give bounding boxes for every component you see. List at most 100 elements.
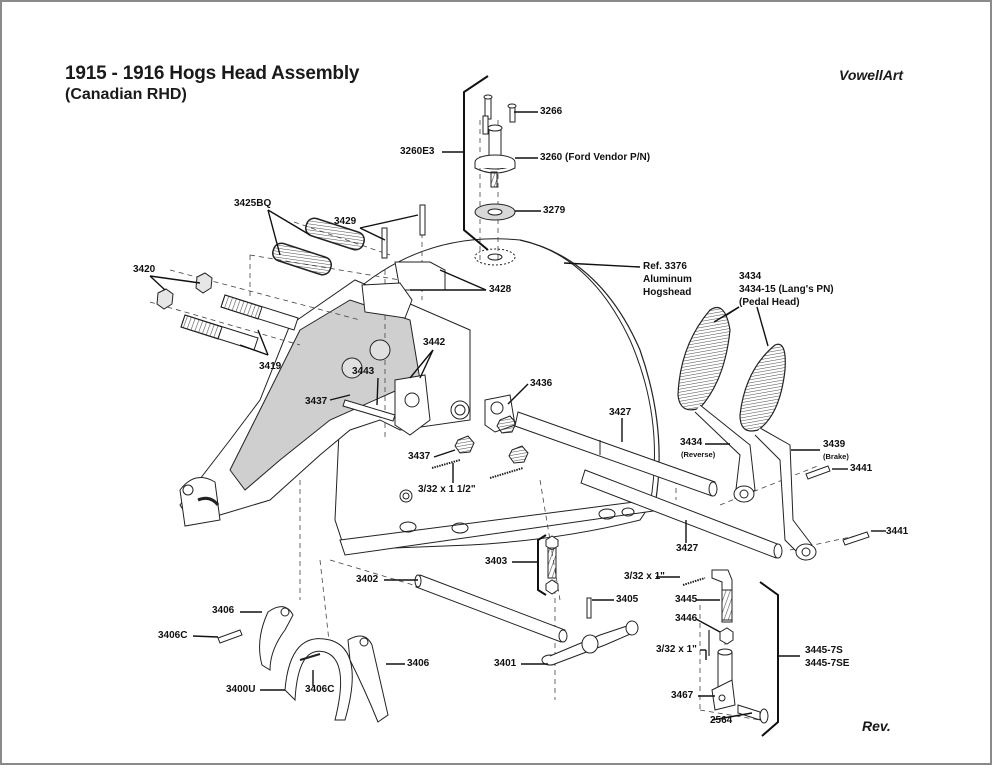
callout-3437-lower: 3437 (408, 451, 431, 462)
callout-3445-7s-line1: 3445-7S (805, 645, 843, 656)
callout-3437-upper: 3437 (305, 396, 328, 407)
clevis-3467 (711, 648, 736, 711)
callout-3400u: 3400U (226, 684, 256, 695)
rod-3445 (711, 569, 733, 623)
callout-3260e3: 3260E3 (400, 146, 435, 157)
callout-3443: 3443 (352, 366, 375, 377)
pedal-arm-3439-brake (754, 427, 817, 561)
callout-3446: 3446 (675, 613, 698, 624)
revision-label: Rev. (862, 718, 891, 734)
pin-3429-b (419, 204, 426, 236)
nut-3420-b (195, 272, 213, 294)
callout-3403: 3403 (485, 556, 508, 567)
callout-ref-3376-line3: Hogshead (643, 287, 692, 298)
pedal-head-3439-brake (739, 343, 786, 432)
callout-3406c-center: 3406C (305, 684, 335, 695)
callout-ref-3376: Ref. 3376 Aluminum Hogshead (643, 260, 692, 299)
callout-3441-upper: 3441 (850, 463, 873, 474)
callout-3427-upper: 3427 (609, 407, 632, 418)
callout-3445: 3445 (675, 594, 698, 605)
bolt-3419-b (180, 314, 259, 351)
bracket-3260e3 (463, 75, 489, 251)
callout-3434-pedal-head-line3: (Pedal Head) (739, 297, 800, 308)
callout-3434-pedal-head: 3434 3434-15 (Lang's PN) (Pedal Head) (739, 270, 834, 309)
callout-3406c-left: 3406C (158, 630, 188, 641)
callout-cotter-pin-3-32x1-lower: 3/32 x 1" (656, 644, 697, 655)
spring-3425bq-upper (305, 217, 365, 251)
cotter-pin-3-32x1-1-2 (431, 459, 524, 479)
pin-3437-upper (342, 399, 396, 422)
callout-3425bq: 3425BQ (234, 198, 272, 209)
callout-2564: 2564 (710, 715, 733, 726)
screw-3266-right (507, 103, 517, 123)
callout-3402: 3402 (356, 574, 379, 585)
cotter-pin-3-32x1-upper (682, 577, 706, 586)
callout-cotter-pin-3-32x1-1-2: 3/32 x 1 1/2" (418, 484, 476, 495)
pin-3406c-center (299, 653, 321, 661)
shaft-3427-lower (580, 469, 783, 559)
bracket-3445-7s (759, 581, 779, 737)
bolt-3419-a (220, 294, 299, 331)
diagram-subtitle: (Canadian RHD) (65, 86, 187, 103)
lever-3401 (541, 620, 639, 666)
pin-3441-lower (842, 531, 870, 546)
callout-3260: 3260 (Ford Vendor P/N) (540, 152, 651, 163)
bolt-3403 (545, 535, 559, 595)
callout-3420: 3420 (133, 264, 156, 275)
boss-3428-lower (361, 282, 413, 319)
callout-3441-lower: 3441 (886, 526, 909, 537)
screw-3266-mid (482, 115, 489, 135)
callout-3266: 3266 (540, 106, 563, 117)
brand-logo-text: VowellArt (839, 67, 904, 83)
callout-3467: 3467 (671, 690, 694, 701)
callout-3406-right: 3406 (407, 658, 430, 669)
pin-3406c-left (217, 629, 243, 644)
callout-3442: 3442 (423, 337, 446, 348)
callout-3436: 3436 (530, 378, 553, 389)
callout-ref-3376-line2: Aluminum (643, 274, 692, 285)
pin-3405 (586, 597, 592, 619)
pin-2564 (737, 704, 769, 724)
shaft-3402 (414, 574, 568, 643)
callout-3429: 3429 (334, 216, 357, 227)
post-3260 (474, 124, 516, 188)
bracket-3403 (537, 534, 547, 596)
callout-3279: 3279 (543, 205, 566, 216)
callout-3434-pedal-head-line2: 3434-15 (Lang's PN) (739, 284, 834, 295)
nut-3420-a (156, 288, 174, 310)
linkage-3442 (394, 374, 431, 436)
pedal-head-3434-reverse (677, 306, 731, 411)
callout-3434-reverse: 3434 (680, 437, 703, 448)
callout-3405: 3405 (616, 594, 639, 605)
callout-cotter-pin-3-32x1-upper: 3/32 x 1" (624, 571, 665, 582)
callout-3445-7s-line2: 3445-7SE (805, 658, 850, 669)
fork-3406-right (347, 635, 389, 723)
callout-3434-pedal-head-line1: 3434 (739, 271, 762, 282)
callout-3428: 3428 (489, 284, 512, 295)
pin-3429-a (381, 227, 388, 259)
fork-3406-left (259, 606, 294, 671)
shaft-3427-upper (514, 411, 718, 497)
nut-3446 (719, 627, 734, 645)
screw-3266-left (483, 94, 493, 120)
callout-3406-left: 3406 (212, 605, 235, 616)
pin-3441-upper (805, 465, 831, 480)
nut-3437-c (508, 445, 529, 464)
callout-3401: 3401 (494, 658, 517, 669)
callout-3439-note: (Brake) (823, 452, 849, 461)
callout-3439: 3439 (823, 439, 846, 450)
callout-3434-reverse-note: (Reverse) (681, 450, 716, 459)
washer-3279 (474, 203, 516, 221)
pedal-arm-3434-reverse (694, 404, 756, 503)
callout-3419: 3419 (259, 361, 282, 372)
diagram-title: 1915 - 1916 Hogs Head Assembly (65, 63, 360, 84)
callout-3445-7s: 3445-7S 3445-7SE (805, 644, 849, 670)
callout-ref-3376-line1: Ref. 3376 (643, 261, 687, 272)
spring-3425bq-lower (272, 242, 332, 276)
yoke-3400u (284, 638, 353, 721)
nut-3437-b (496, 415, 517, 434)
callout-3427-lower: 3427 (676, 543, 699, 554)
nut-3437-a (454, 435, 475, 454)
